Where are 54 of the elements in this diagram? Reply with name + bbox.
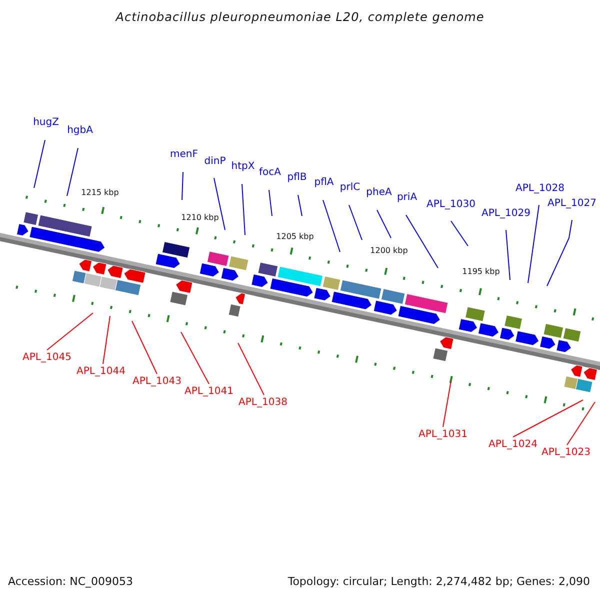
leader-line	[268, 190, 272, 216]
leader-line	[66, 148, 78, 196]
gene-label: pflB	[287, 172, 307, 184]
leader-line	[238, 342, 264, 396]
gene-label: APL_1030	[426, 199, 476, 211]
gene-label: APL_1031	[418, 429, 468, 441]
leader-line	[566, 402, 596, 446]
scale-label: 1215 kbp	[81, 187, 119, 199]
leader-line	[214, 178, 226, 230]
gene-label: APL_1023	[542, 447, 590, 459]
leader-line	[512, 400, 584, 438]
leader-line	[132, 320, 158, 374]
leader-line	[528, 204, 540, 284]
leader-line	[298, 194, 302, 216]
gene-label: APL_1043	[132, 376, 182, 388]
gene-label: pflA	[314, 177, 334, 189]
leader-line	[376, 210, 392, 238]
gene-label: APL_1041	[184, 386, 234, 398]
scale-label: 1195 kbp	[462, 266, 500, 278]
gene-label: focA	[259, 167, 281, 179]
gene-label: priA	[396, 192, 418, 204]
leader-line	[182, 172, 184, 200]
leader-line	[442, 380, 452, 428]
gene-label: APL_1028	[516, 183, 564, 195]
gene-label: APL_1038	[238, 397, 288, 409]
leader-line	[546, 220, 572, 286]
gene-label: APL_1044	[76, 366, 126, 378]
gene-label: APL_1024	[488, 439, 538, 451]
scale-label: 1210 kbp	[181, 212, 219, 224]
leader-line	[450, 220, 468, 246]
gene-label: menF	[170, 149, 198, 161]
gene-label: hgbA	[67, 125, 93, 137]
gene-label: dinP	[204, 156, 226, 168]
leader-line	[180, 332, 210, 384]
scale-label: 1205 kbp	[276, 231, 314, 243]
leader-line	[406, 214, 438, 268]
scale-label: 1200 kbp	[370, 245, 408, 257]
gene-label: hugZ	[33, 117, 59, 129]
accession-text: Accession: NC_009053	[8, 576, 134, 588]
leader-line	[46, 312, 94, 350]
gene-label: htpX	[231, 161, 255, 173]
gene-label: prlC	[340, 182, 360, 194]
title: Actinobacillus pleuropneumoniae L20, complete genome	[114, 11, 486, 23]
gene-label: APL_1027	[548, 198, 596, 210]
leader-line	[102, 316, 110, 364]
leader-line	[322, 200, 340, 252]
gene-label: APL_1029	[482, 208, 530, 220]
leader-line	[506, 230, 510, 280]
leader-line	[242, 184, 246, 236]
gene-label: APL_1045	[22, 352, 72, 364]
leader-line	[348, 204, 362, 240]
gene-label: pheA	[366, 187, 392, 199]
leader-line	[34, 140, 46, 188]
genome-summary-text: Topology: circular; Length: 2,274,482 bp; Genes: 2,090	[288, 576, 590, 588]
